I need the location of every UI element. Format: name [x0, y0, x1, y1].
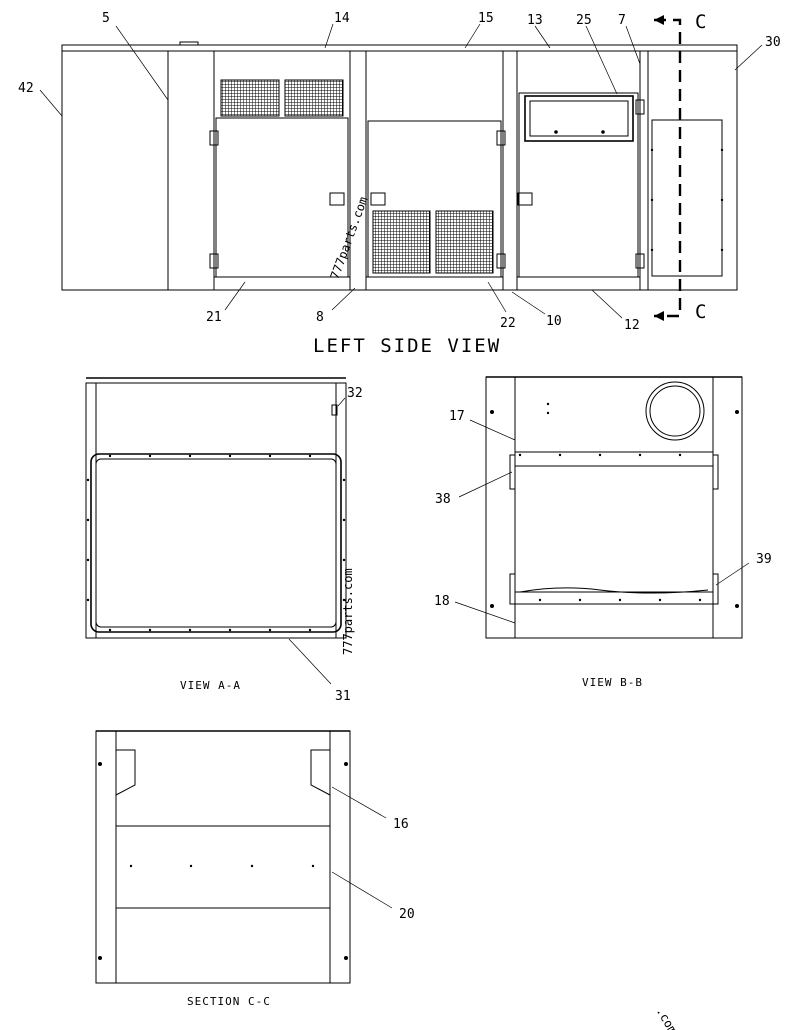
callout-22: 22: [500, 316, 516, 331]
callout-18: 18: [434, 594, 450, 609]
enclosure-body: [61, 50, 738, 291]
section-marker-top: C: [695, 11, 708, 33]
bracket-left: [115, 749, 136, 796]
view-a-a-title: VIEW A-A: [180, 679, 241, 692]
section-c-outline: [95, 730, 351, 984]
louver-lower-left: [372, 210, 431, 274]
section-c-c-title: SECTION C-C: [187, 995, 271, 1008]
hinge-icon: [209, 130, 219, 146]
latch-32: [331, 404, 338, 416]
lower-rail-39: [514, 591, 714, 605]
hinge-icon: [635, 99, 645, 115]
door-latch-icon: [370, 192, 386, 206]
door-latch-icon: [329, 192, 345, 206]
callout-17: 17: [449, 409, 465, 424]
view-b-b: 17 38 39 18 VIEW B-B: [434, 376, 772, 689]
section-c-c: 16 20 SECTION C-C: [95, 730, 415, 1008]
door-latch-icon: [517, 192, 533, 206]
end-access-panel: [651, 119, 723, 277]
watermark: .com: [653, 1005, 680, 1030]
callout-32: 32: [347, 386, 363, 401]
callout-12: 12: [624, 318, 640, 333]
hinge-icon: [496, 130, 506, 146]
exhaust-opening-icon: [645, 381, 705, 441]
view-a-outline: [85, 382, 347, 639]
callout-21: 21: [206, 310, 222, 325]
callout-30: 30: [765, 35, 781, 50]
panel-20: [115, 825, 331, 909]
door-panel-12: [518, 92, 639, 278]
louver-lower-right: [435, 210, 494, 274]
callout-42: 42: [18, 81, 34, 96]
callout-16: 16: [393, 817, 409, 832]
hinge-icon: [496, 253, 506, 269]
callout-8: 8: [316, 310, 324, 325]
section-marker-bottom: C: [695, 301, 708, 323]
watermark: 777parts.com: [328, 195, 371, 281]
view-b-b-title: VIEW B-B: [582, 676, 643, 689]
hinge-icon: [635, 253, 645, 269]
door-panel-22: [367, 120, 502, 278]
hinge-icon: [209, 253, 219, 269]
callout-13: 13: [527, 13, 543, 28]
louver-left: [220, 79, 280, 117]
window-frame-25: [524, 95, 634, 142]
callout-25: 25: [576, 13, 592, 28]
callout-39: 39: [756, 552, 772, 567]
callout-15: 15: [478, 11, 494, 26]
left-side-view-title: LEFT SIDE VIEW: [313, 335, 501, 357]
door-frame-31: [90, 453, 342, 633]
view-b-outline: [485, 376, 743, 639]
view-a-a: 32 31 777parts.com VIEW A-A: [85, 377, 363, 704]
callout-14: 14: [334, 11, 350, 26]
section-line-c-c: [654, 18, 682, 318]
upper-rail-38: [514, 451, 714, 467]
left-side-view: C C 5 14 15 13 25 7 30 42 21 8 22 10 12 …: [18, 11, 781, 357]
callout-38: 38: [435, 492, 451, 507]
watermark: 777parts.com: [341, 568, 355, 655]
door-panel-21: [215, 117, 349, 278]
enclosure-roof: [61, 44, 738, 52]
louver-right: [284, 79, 344, 117]
callout-10: 10: [546, 314, 562, 329]
callout-31: 31: [335, 689, 351, 704]
callout-20: 20: [399, 907, 415, 922]
bracket-16: [310, 749, 331, 796]
callout-7: 7: [618, 13, 626, 28]
callout-5: 5: [102, 11, 110, 26]
roof-vent-cap: [179, 41, 199, 46]
